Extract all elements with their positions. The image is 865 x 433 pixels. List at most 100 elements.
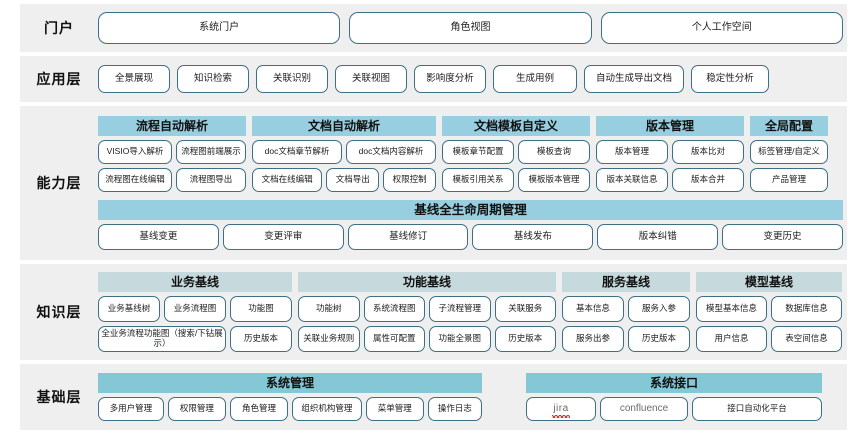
- capability-pill-row: 模板引用关系 模板版本管理: [442, 168, 590, 192]
- knowledge-item[interactable]: 数据库信息: [771, 296, 842, 322]
- application-item[interactable]: 关联识别: [256, 65, 328, 93]
- baseline-item[interactable]: 版本纠错: [597, 224, 719, 250]
- pill-label: 角色管理: [241, 403, 276, 414]
- foundation-item[interactable]: 多用户管理: [98, 397, 164, 421]
- foundation-item[interactable]: jira: [526, 397, 596, 421]
- capability-pill[interactable]: doc文档内容解析: [346, 140, 436, 164]
- capability-pill[interactable]: 版本合并: [672, 168, 744, 192]
- group-header: 文档模板自定义: [442, 116, 590, 136]
- pill-label: 属性可配置: [372, 333, 416, 344]
- application-item[interactable]: 生成用例: [493, 65, 577, 93]
- pill-label: 关联视图: [351, 72, 390, 84]
- application-item[interactable]: 影响度分析: [414, 65, 486, 93]
- capability-pill[interactable]: 模板章节配置: [442, 140, 514, 164]
- knowledge-item[interactable]: 属性可配置: [363, 326, 425, 352]
- capability-pill-row: 版本管理 版本比对: [596, 140, 744, 164]
- knowledge-item[interactable]: 业务基线树: [98, 296, 160, 322]
- application-item[interactable]: 全景展现: [98, 65, 170, 93]
- knowledge-item[interactable]: 关联业务规则: [298, 326, 360, 352]
- foundation-item[interactable]: 权限管理: [167, 397, 226, 421]
- pill-label: 子流程管理: [438, 303, 481, 314]
- layer-body-portal: 系统门户角色视图个人工作空间: [98, 12, 847, 44]
- pill-label: 知识检索: [193, 72, 232, 84]
- capability-pill[interactable]: 版本比对: [672, 140, 744, 164]
- foundation-item[interactable]: 角色管理: [229, 397, 288, 421]
- application-item[interactable]: 知识检索: [177, 65, 249, 93]
- application-item-row: 全景展现 知识检索 关联识别 关联视图 影响度分析 生成用例 自动生成导出文档稳定性分析: [98, 65, 843, 93]
- foundation-item[interactable]: 操作日志: [427, 397, 482, 421]
- capability-pill[interactable]: 产品管理: [750, 168, 828, 192]
- capability-pill[interactable]: 文档在线编辑: [252, 168, 323, 192]
- pill-label: 文档在线编辑: [261, 174, 313, 185]
- portal-item[interactable]: 角色视图: [349, 12, 592, 44]
- layer-band-knowledge: 知识层 业务基线业务基线树业务流程图功能图全业务流程功能图（搜索/下钻展示）历史…: [20, 264, 847, 360]
- pill-label: 标签管理/自定义: [758, 146, 820, 157]
- pill-label: 生成用例: [515, 72, 554, 84]
- knowledge-item[interactable]: 历史版本: [628, 326, 690, 352]
- capability-pill-row: 标签管理/自定义: [750, 140, 828, 164]
- knowledge-item[interactable]: 子流程管理: [429, 296, 491, 322]
- knowledge-item[interactable]: 系统流程图: [363, 296, 425, 322]
- capability-pill[interactable]: 文档导出: [326, 168, 380, 192]
- capability-baseline-group: 基线全生命周期管理 基线变更变更评审基线修订基线发布版本纠错变更历史: [98, 200, 843, 250]
- knowledge-item[interactable]: 模型基本信息: [696, 296, 767, 322]
- foundation-item[interactable]: 接口自动化平台: [692, 397, 822, 421]
- application-item[interactable]: 自动生成导出文档: [584, 65, 684, 93]
- knowledge-item[interactable]: 关联服务: [494, 296, 556, 322]
- baseline-item[interactable]: 基线发布: [472, 224, 594, 250]
- group-header: 业务基线: [98, 272, 292, 292]
- baseline-item[interactable]: 基线变更: [98, 224, 219, 250]
- capability-pill[interactable]: 模板查询: [518, 140, 590, 164]
- portal-item[interactable]: 系统门户: [98, 12, 341, 44]
- baseline-item[interactable]: 基线修订: [347, 224, 469, 250]
- capability-pill[interactable]: 模板引用关系: [442, 168, 514, 192]
- knowledge-item[interactable]: 功能树: [298, 296, 360, 322]
- capability-pill-row: 产品管理: [750, 168, 828, 192]
- capability-pill[interactable]: 流程图在线编辑: [98, 168, 172, 192]
- knowledge-pill-row: 模型基本信息数据库信息: [696, 296, 842, 322]
- knowledge-item[interactable]: 基本信息: [562, 296, 624, 322]
- knowledge-item[interactable]: 用户信息: [696, 326, 767, 352]
- pill-label: 版本合并: [690, 174, 725, 185]
- layer-band-application: 应用层 全景展现知识检索关联识别关联视图影响度分析生成用例自动生成导出文档稳定性…: [20, 56, 847, 102]
- jira-logo-text: jira: [552, 403, 571, 418]
- baseline-item[interactable]: 变更评审: [222, 224, 344, 250]
- capability-pill[interactable]: doc文档章节解析: [252, 140, 342, 164]
- knowledge-item[interactable]: 表空间信息: [771, 326, 842, 352]
- knowledge-item[interactable]: 历史版本: [230, 326, 292, 352]
- pill-label: 模板引用关系: [452, 174, 504, 185]
- capability-pill[interactable]: 标签管理/自定义: [750, 140, 828, 164]
- capability-pill[interactable]: 权限控制: [383, 168, 436, 192]
- knowledge-item[interactable]: 历史版本: [494, 326, 556, 352]
- baseline-item[interactable]: 变更历史: [722, 224, 843, 250]
- knowledge-group: 服务基线基本信息服务入参服务出参历史版本: [562, 272, 690, 352]
- pill-label: 影响度分析: [426, 72, 474, 84]
- knowledge-item[interactable]: 全业务流程功能图（搜索/下钻展示）: [98, 326, 226, 352]
- knowledge-item[interactable]: 服务出参: [562, 326, 624, 352]
- capability-pill[interactable]: 流程图导出: [176, 168, 246, 192]
- knowledge-item[interactable]: 业务流程图: [164, 296, 226, 322]
- application-item[interactable]: 关联视图: [335, 65, 407, 93]
- application-item[interactable]: 稳定性分析: [691, 65, 769, 93]
- portal-item[interactable]: 个人工作空间: [600, 12, 843, 44]
- pill-label: 历史版本: [508, 333, 543, 344]
- foundation-item[interactable]: confluence: [600, 397, 688, 421]
- knowledge-item[interactable]: 功能全景图: [429, 326, 491, 352]
- knowledge-item[interactable]: 服务入参: [628, 296, 690, 322]
- foundation-item[interactable]: 菜单管理: [365, 397, 424, 421]
- capability-pill[interactable]: 版本管理: [596, 140, 668, 164]
- capability-pill[interactable]: VISIO导入解析: [98, 140, 172, 164]
- pill-label: 版本比对: [690, 146, 725, 157]
- group-header: 功能基线: [298, 272, 556, 292]
- capability-pill[interactable]: 流程图前端展示: [176, 140, 246, 164]
- capability-pill[interactable]: 模板版本管理: [518, 168, 590, 192]
- foundation-item[interactable]: 组织机构管理: [292, 397, 362, 421]
- pill-label: 历史版本: [243, 333, 278, 344]
- capability-pill[interactable]: 版本关联信息: [596, 168, 668, 192]
- knowledge-item[interactable]: 功能图: [230, 296, 292, 322]
